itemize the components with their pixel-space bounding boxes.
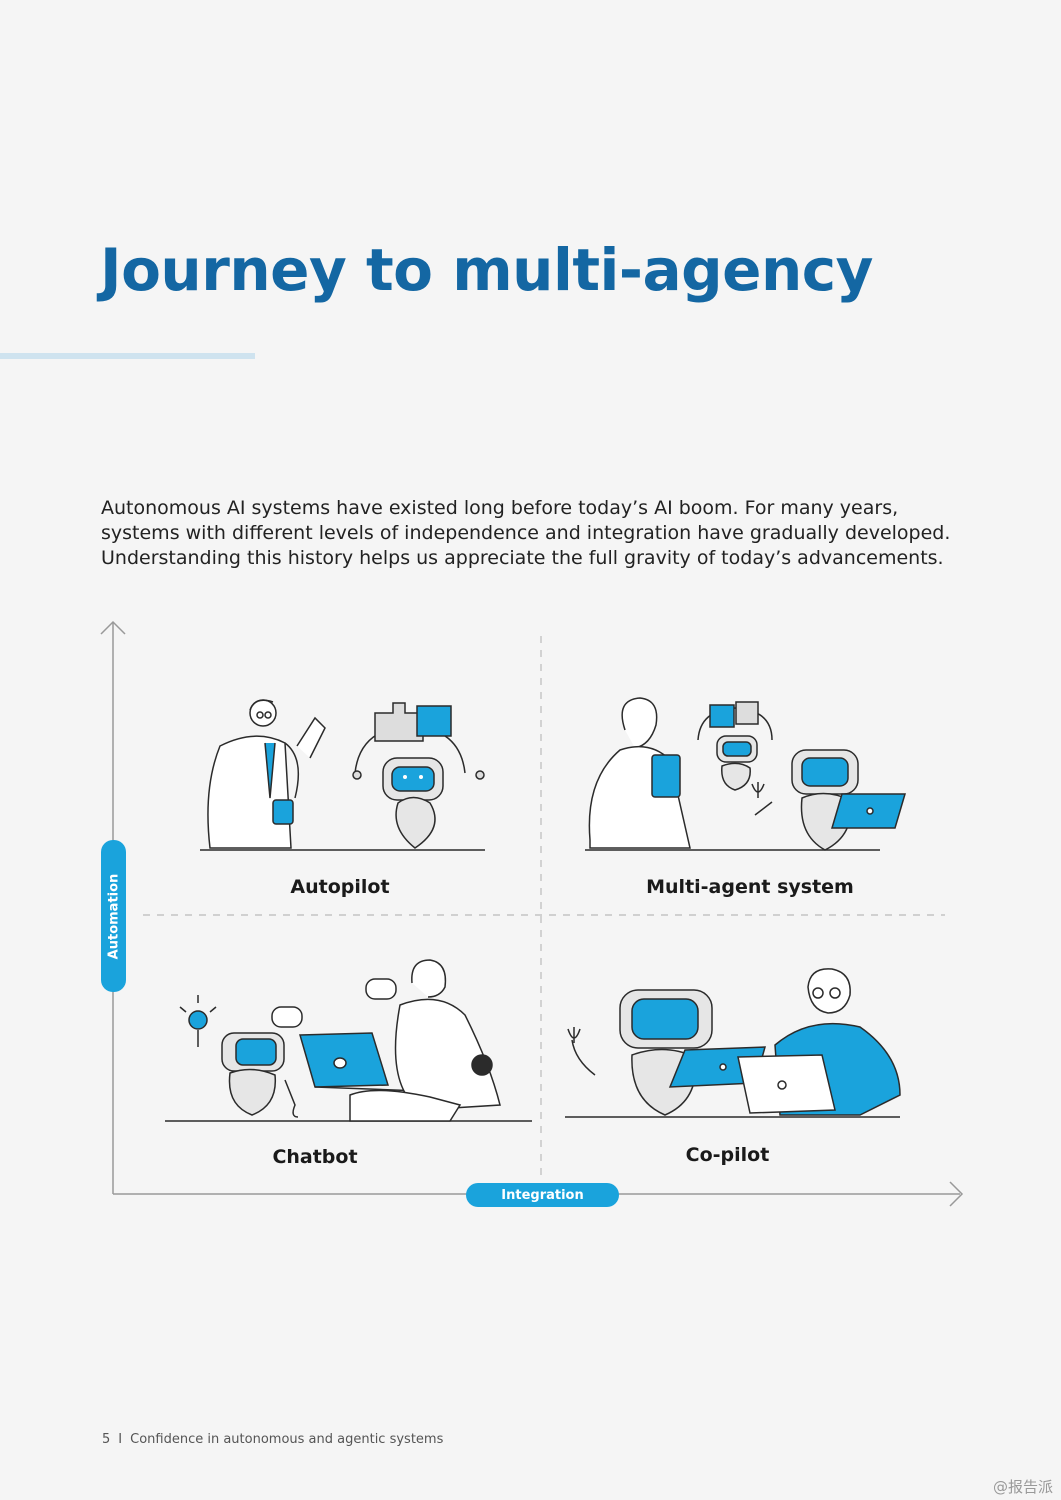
puzzle-icon xyxy=(735,701,759,725)
robot-icon xyxy=(221,1032,299,1118)
footer-separator: I xyxy=(118,1432,123,1447)
quadrant-label-copilot: Co-pilot xyxy=(685,1144,770,1166)
title-underline xyxy=(0,353,255,359)
tablet-icon xyxy=(651,754,681,798)
y-axis-label: Automation xyxy=(101,840,126,992)
quadrant-label-multi-agent: Multi-agent system xyxy=(646,876,854,898)
page-title: Journey to multi-agency xyxy=(100,236,873,304)
autopilot-illustration xyxy=(200,699,485,851)
quadrant-label-autopilot: Autopilot xyxy=(290,876,390,898)
person-icon xyxy=(207,699,326,849)
quadrant-label-chatbot: Chatbot xyxy=(272,1146,358,1168)
person-icon xyxy=(349,959,501,1122)
puzzle-icon xyxy=(709,704,735,728)
page-number: 5 xyxy=(102,1432,111,1447)
robot-icon xyxy=(567,989,713,1116)
chatbot-illustration xyxy=(165,959,532,1122)
intro-paragraph: Autonomous AI systems have existed long … xyxy=(101,496,971,571)
lightbulb-icon xyxy=(179,995,217,1047)
copilot-illustration xyxy=(565,968,901,1118)
robot-icon xyxy=(697,701,773,791)
document-title: Confidence in autonomous and agentic sys… xyxy=(130,1432,444,1447)
watermark: @报告派 xyxy=(992,1478,1053,1496)
multi-agent-illustration xyxy=(585,697,907,851)
person-icon xyxy=(588,697,691,849)
chat-bubble-icon xyxy=(271,978,397,1028)
x-axis-label: Integration xyxy=(466,1183,619,1207)
robot-icon xyxy=(751,749,907,851)
laptop-icon xyxy=(299,1032,421,1092)
intro-line: Understanding this history helps us appr… xyxy=(101,547,944,569)
puzzle-icon xyxy=(416,705,452,737)
intro-line: Autonomous AI systems have existed long … xyxy=(101,497,899,519)
intro-line: systems with different levels of indepen… xyxy=(101,522,951,544)
robot-icon xyxy=(352,702,485,849)
laptop-icon xyxy=(737,1054,836,1114)
puzzle-icon xyxy=(374,702,424,742)
